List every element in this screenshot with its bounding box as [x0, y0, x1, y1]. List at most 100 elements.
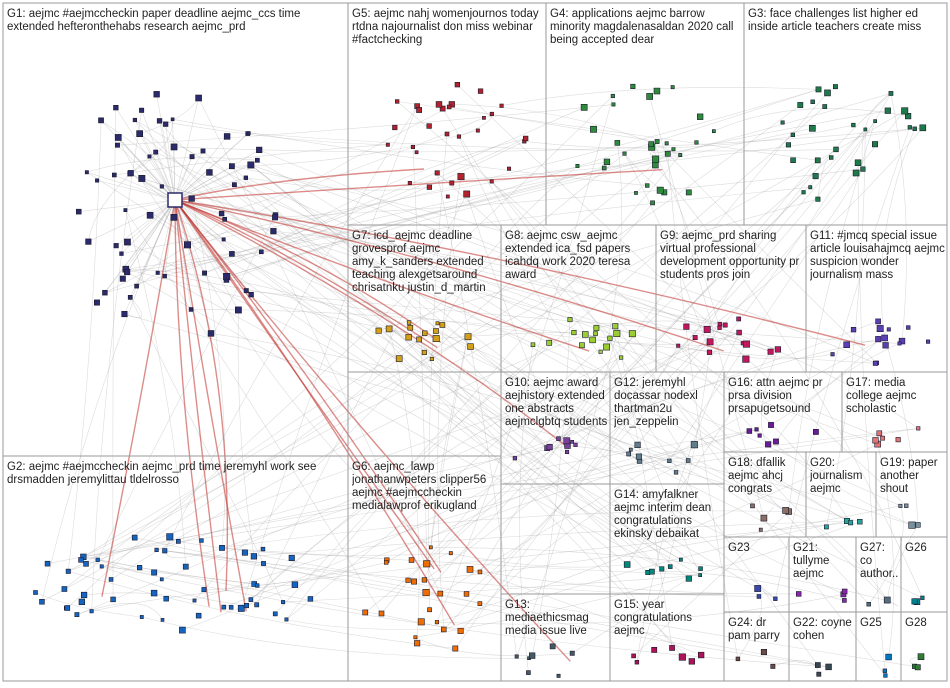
node-g24[interactable] [770, 663, 776, 669]
node-g1[interactable] [124, 238, 131, 246]
node-g2[interactable] [248, 597, 254, 602]
node-g11[interactable] [876, 325, 884, 332]
node-g1[interactable] [156, 118, 163, 124]
node-g6[interactable] [477, 569, 483, 575]
node-g5[interactable] [445, 194, 450, 199]
node-g4[interactable] [575, 164, 580, 168]
node-g1[interactable] [255, 157, 260, 163]
node-g11[interactable] [830, 352, 835, 357]
node-g7[interactable] [429, 356, 434, 362]
node-g10[interactable] [573, 442, 578, 447]
node-g6[interactable] [427, 607, 432, 613]
node-g1[interactable] [235, 306, 242, 314]
node-g2[interactable] [83, 561, 89, 567]
node-g1[interactable] [188, 307, 194, 312]
node-g11[interactable] [875, 318, 881, 325]
node-g13[interactable] [569, 650, 575, 656]
node-g15[interactable] [697, 651, 705, 659]
node-g12[interactable] [690, 441, 698, 449]
node-g4[interactable] [634, 191, 638, 195]
node-g3[interactable] [801, 190, 806, 195]
node-g1[interactable] [184, 241, 192, 249]
node-g19[interactable] [904, 503, 909, 508]
node-g14[interactable] [685, 575, 692, 582]
node-g4[interactable] [645, 183, 650, 188]
node-g17[interactable] [872, 437, 879, 444]
node-g7[interactable] [435, 321, 440, 326]
node-g5[interactable] [499, 103, 504, 108]
node-g2[interactable] [162, 548, 168, 554]
node-g4[interactable] [652, 161, 659, 169]
node-g1[interactable] [189, 154, 195, 160]
node-g8[interactable] [567, 317, 573, 323]
node-g8[interactable] [603, 343, 610, 351]
node-g1[interactable] [98, 117, 104, 124]
node-g4[interactable] [580, 104, 588, 111]
node-g1[interactable] [159, 184, 164, 189]
node-g2[interactable] [61, 586, 68, 592]
node-g15[interactable] [688, 658, 695, 665]
node-g18[interactable] [758, 527, 763, 532]
node-g7[interactable] [421, 349, 427, 356]
node-g1[interactable] [200, 148, 206, 154]
node-g6[interactable] [362, 609, 369, 616]
node-g22[interactable] [816, 671, 822, 677]
node-g1[interactable] [170, 117, 175, 122]
node-g1[interactable] [113, 105, 119, 111]
node-g11[interactable] [925, 339, 931, 344]
node-g1[interactable] [170, 143, 178, 151]
node-g9[interactable] [736, 329, 742, 336]
node-g9[interactable] [703, 325, 711, 333]
node-g5[interactable] [475, 128, 480, 133]
node-g6[interactable] [428, 545, 433, 550]
node-g1[interactable] [229, 251, 235, 257]
node-g9[interactable] [717, 325, 722, 330]
node-g2[interactable] [163, 595, 169, 602]
node-g1[interactable] [102, 289, 108, 296]
node-g9[interactable] [706, 338, 714, 346]
node-g1[interactable] [119, 275, 126, 282]
node-g1[interactable] [95, 178, 100, 183]
node-g2[interactable] [221, 604, 227, 610]
node-g28[interactable] [917, 653, 925, 661]
node-g1[interactable] [84, 170, 89, 175]
node-g2[interactable] [81, 591, 88, 599]
node-g4[interactable] [646, 93, 653, 100]
node-g21[interactable] [842, 598, 847, 603]
node-g16[interactable] [757, 433, 762, 438]
node-g1[interactable] [127, 294, 133, 300]
node-g4[interactable] [656, 186, 664, 194]
node-g5[interactable] [410, 144, 416, 149]
node-g10[interactable] [570, 439, 574, 444]
node-g9[interactable] [736, 316, 741, 322]
node-g2[interactable] [199, 538, 204, 543]
node-g8[interactable] [530, 342, 536, 347]
node-g16[interactable] [773, 438, 779, 445]
node-g24[interactable] [735, 656, 741, 662]
node-g1[interactable] [127, 170, 134, 177]
node-g2[interactable] [237, 604, 245, 612]
node-g9[interactable] [692, 335, 698, 340]
node-g7[interactable] [406, 320, 412, 325]
node-g2[interactable] [99, 564, 104, 569]
node-g2[interactable] [44, 560, 51, 567]
node-g3[interactable] [815, 86, 822, 93]
node-g11[interactable] [898, 337, 906, 345]
node-g1[interactable] [153, 149, 159, 155]
node-g1[interactable] [76, 208, 82, 215]
node-g6[interactable] [477, 601, 483, 606]
node-g5[interactable] [448, 101, 455, 108]
node-g1[interactable] [139, 107, 145, 113]
node-g4[interactable] [654, 139, 660, 144]
node-g5[interactable] [414, 150, 419, 155]
node-g26[interactable] [920, 595, 925, 600]
node-g2[interactable] [288, 554, 295, 562]
node-g2[interactable] [131, 534, 138, 541]
node-g4[interactable] [601, 165, 607, 171]
node-g11[interactable] [850, 326, 857, 333]
node-g3[interactable] [888, 91, 894, 96]
node-g4[interactable] [653, 87, 661, 95]
node-g1[interactable] [246, 131, 251, 136]
node-g2[interactable] [78, 557, 84, 563]
node-g4[interactable] [696, 113, 704, 120]
